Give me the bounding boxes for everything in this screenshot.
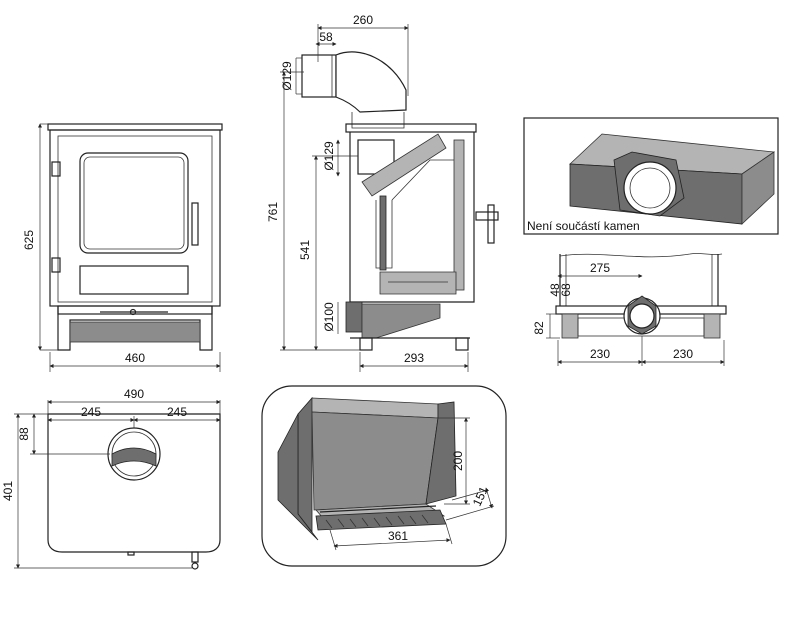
side-handle bbox=[475, 211, 499, 221]
firebox-frame bbox=[261, 385, 507, 567]
top-view: 490 245 245 88 401 bbox=[1, 387, 221, 570]
front-view: 625 460 bbox=[22, 123, 223, 372]
firebox-height-label: 200 bbox=[451, 451, 465, 471]
firebox-right-wall bbox=[425, 401, 457, 505]
flue-elbow bbox=[335, 51, 407, 113]
total-height-label: 761 bbox=[266, 202, 280, 222]
top-width-label: 260 bbox=[353, 13, 373, 27]
top-outlet-offset-label: 88 bbox=[17, 427, 31, 441]
log-store bbox=[69, 321, 201, 343]
hinge-top bbox=[51, 161, 61, 177]
left-half-label: 230 bbox=[590, 347, 610, 361]
inlet-offset-label: 275 bbox=[590, 261, 610, 275]
door-handle bbox=[191, 202, 199, 246]
door-section bbox=[453, 139, 465, 291]
base-plate-side: 275 48 68 82 230 230 bbox=[532, 253, 727, 366]
rear-outlet-diameter-label: Ø129 bbox=[322, 141, 336, 171]
outlet-offset-label: 58 bbox=[319, 30, 333, 44]
right-half-label: 230 bbox=[673, 347, 693, 361]
top-depth-label: 401 bbox=[1, 481, 15, 501]
top-right-half-label: 245 bbox=[167, 405, 187, 419]
small-dim-b: 68 bbox=[559, 283, 573, 297]
top-plate bbox=[47, 413, 221, 553]
firebox-width-label: 361 bbox=[388, 529, 408, 543]
total-width-label: 490 bbox=[124, 387, 144, 401]
stove-top-plate bbox=[47, 123, 223, 131]
base-plate-box: Není součástí kamen bbox=[523, 117, 779, 235]
depth-label: 293 bbox=[404, 351, 424, 365]
top-left-half-label: 245 bbox=[81, 405, 101, 419]
air-inlet-diameter-label: Ø100 bbox=[322, 302, 336, 332]
rear-outlet-height-label: 541 bbox=[298, 240, 312, 260]
hinge-bottom bbox=[51, 257, 61, 273]
small-dim-a: 48 bbox=[548, 283, 562, 297]
flue-pipe bbox=[301, 54, 337, 98]
base-plate-caption: Není součástí kamen bbox=[527, 219, 640, 233]
firebox-back-wall bbox=[311, 411, 439, 511]
stove-body bbox=[49, 129, 221, 307]
firebox-left-wall bbox=[277, 413, 319, 541]
ash-door bbox=[79, 265, 189, 295]
baffle-plate bbox=[361, 133, 447, 197]
side-view: 260 58 Ø129 761 541 Ø129 Ø100 293 bbox=[266, 13, 499, 372]
base-height-label: 82 bbox=[532, 321, 546, 335]
height-label: 625 bbox=[22, 230, 36, 250]
door-glass bbox=[79, 152, 189, 254]
air-inlet bbox=[345, 301, 363, 333]
width-label: 460 bbox=[125, 351, 145, 365]
outlet-top-diameter-label: Ø129 bbox=[280, 61, 294, 91]
base-duct bbox=[361, 303, 441, 339]
base-plate-outlet bbox=[623, 161, 677, 215]
firebox-view: 200 151 361 bbox=[261, 385, 507, 567]
firebox-depth-label: 151 bbox=[470, 484, 491, 508]
grate bbox=[379, 271, 457, 295]
firebox-grate bbox=[315, 509, 447, 531]
base-plate-frame bbox=[523, 117, 779, 235]
